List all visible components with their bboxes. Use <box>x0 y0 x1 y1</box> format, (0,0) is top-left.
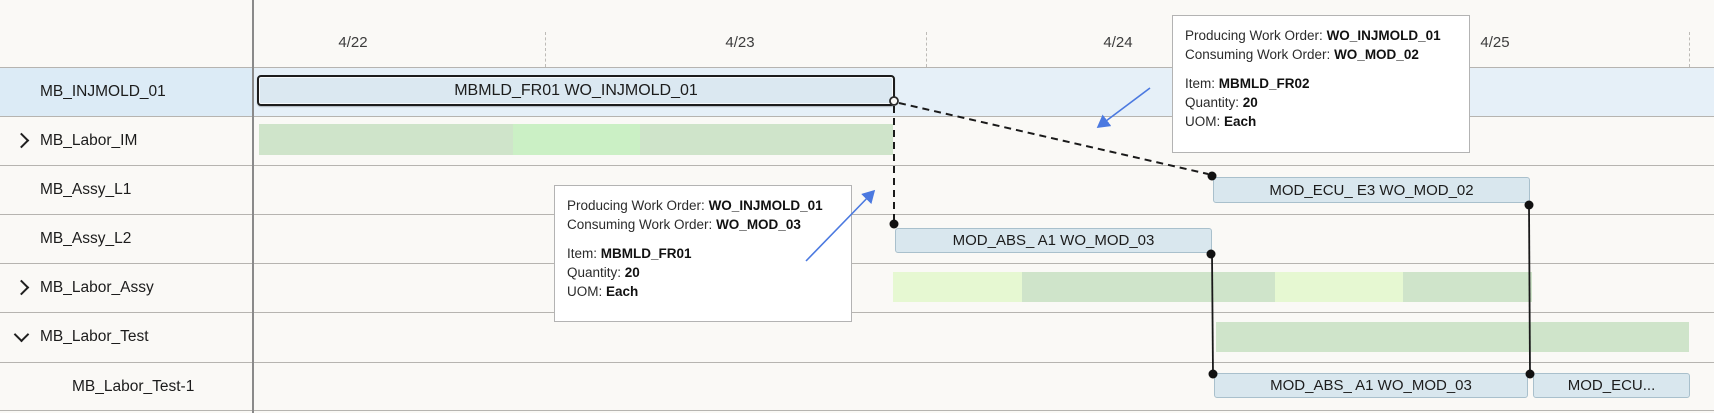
gantt-task-bar[interactable]: MOD_ECU_ E3 WO_MOD_02 <box>1213 177 1530 203</box>
task-bar-label: MOD_ABS_ A1 WO_MOD_03 <box>952 232 1155 249</box>
capacity-segment <box>1403 272 1532 302</box>
gantt-task-bar[interactable]: MBMLD_FR01 WO_INJMOLD_01 <box>257 75 895 106</box>
task-bar-label: MOD_ECU_ E3 WO_MOD_02 <box>1269 181 1474 199</box>
gantt-task-bar[interactable]: MOD_ECU... <box>1533 373 1690 398</box>
sidebar-item-label: MB_Labor_Assy <box>40 278 154 296</box>
task-bar-label: MBMLD_FR01 WO_INJMOLD_01 <box>454 81 698 99</box>
chevron-down-icon[interactable] <box>13 326 30 343</box>
sidebar-item-mb_injmold_01[interactable]: MB_INJMOLD_01 <box>0 67 252 116</box>
tooltip-line: UOM: Each <box>1185 114 1257 129</box>
tooltip-line: Quantity: 20 <box>567 265 640 280</box>
tooltip-line: Item: MBMLD_FR02 <box>1185 76 1310 91</box>
capacity-segment <box>1216 322 1689 352</box>
capacity-segment <box>1022 272 1275 302</box>
capacity-segment <box>513 124 640 155</box>
tooltip-line: Consuming Work Order: WO_MOD_03 <box>567 217 801 232</box>
sidebar-item-label: MB_Assy_L2 <box>40 229 132 247</box>
timeline-date-label: 4/23 <box>725 34 755 51</box>
row-divider <box>0 116 1714 117</box>
capacity-segment <box>640 124 893 155</box>
tooltip-line: Consuming Work Order: WO_MOD_02 <box>1185 47 1419 62</box>
capacity-segment <box>1275 272 1403 302</box>
gantt-task-bar[interactable]: MOD_ABS_ A1 WO_MOD_03 <box>895 228 1212 253</box>
link-tooltip-wo-mod-03: Producing Work Order: WO_INJMOLD_01 Cons… <box>554 185 852 322</box>
sidebar-item-label: MB_Labor_Test-1 <box>72 377 195 395</box>
row-divider <box>0 67 1714 68</box>
tooltip-line: Producing Work Order: WO_INJMOLD_01 <box>567 198 823 213</box>
sidebar-item-label: MB_Assy_L1 <box>40 180 132 198</box>
timeline-date-label: 4/24 <box>1103 34 1133 51</box>
sidebar-item-mb_labor_test-1[interactable]: MB_Labor_Test-1 <box>0 362 252 411</box>
row-divider <box>0 165 1714 166</box>
tooltip-line: Quantity: 20 <box>1185 95 1258 110</box>
sidebar-item-mb_assy_l1[interactable]: MB_Assy_L1 <box>0 165 252 214</box>
timeline-tick <box>545 32 546 67</box>
sidebar-item-label: MB_Labor_IM <box>40 131 138 149</box>
timeline-tick <box>1689 32 1690 67</box>
timeline-date-label: 4/22 <box>338 34 368 51</box>
sidebar-item-mb_assy_l2[interactable]: MB_Assy_L2 <box>0 214 252 263</box>
capacity-segment <box>259 124 513 155</box>
gantt-task-bar[interactable]: MOD_ABS_ A1 WO_MOD_03 <box>1214 373 1528 398</box>
chevron-right-icon[interactable] <box>13 279 30 296</box>
link-tooltip-wo-mod-02: Producing Work Order: WO_INJMOLD_01 Cons… <box>1172 15 1470 153</box>
sidebar-item-mb_labor_test[interactable]: MB_Labor_Test <box>0 312 252 361</box>
chevron-right-icon[interactable] <box>13 132 30 149</box>
timeline-date-label: 4/25 <box>1480 34 1510 51</box>
tooltip-line: Producing Work Order: WO_INJMOLD_01 <box>1185 28 1441 43</box>
task-bar-label: MOD_ABS_ A1 WO_MOD_03 <box>1270 377 1472 394</box>
sidebar-item-mb_labor_assy[interactable]: MB_Labor_Assy <box>0 263 252 312</box>
row-divider <box>0 362 1714 363</box>
row-divider <box>0 214 1714 215</box>
sidebar-item-mb_labor_im[interactable]: MB_Labor_IM <box>0 116 252 165</box>
tooltip-line: UOM: Each <box>567 284 639 299</box>
sidebar-item-label: MB_INJMOLD_01 <box>40 82 166 100</box>
selected-row-highlight-sidebar <box>0 67 252 116</box>
timeline-tick <box>926 32 927 67</box>
task-bar-label: MOD_ECU... <box>1567 377 1656 394</box>
row-divider <box>0 263 1714 264</box>
sidebar-item-label: MB_Labor_Test <box>40 327 149 345</box>
capacity-segment <box>893 272 1022 302</box>
row-divider <box>0 312 1714 313</box>
tooltip-line: Item: MBMLD_FR01 <box>567 246 692 261</box>
row-divider <box>0 410 1714 411</box>
sidebar-chart-divider[interactable] <box>252 0 254 413</box>
